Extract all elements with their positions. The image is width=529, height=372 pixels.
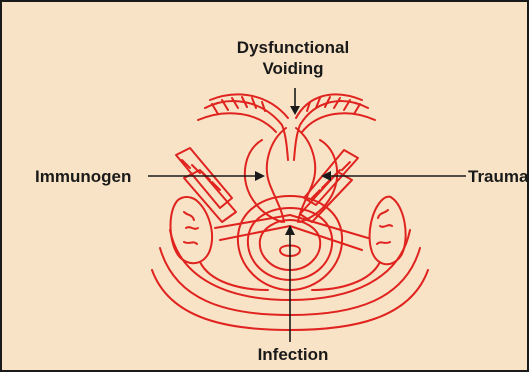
infection-label: Infection: [205, 344, 381, 365]
dysfunctional-voiding-line2: Voiding: [204, 58, 382, 79]
trauma-label: Trauma: [468, 166, 528, 187]
immunogen-arrowhead: [255, 171, 265, 181]
dysfunctional-voiding-line1: Dysfunctional: [204, 37, 382, 58]
dysfunctional-voiding-label: Dysfunctional Voiding: [204, 37, 382, 79]
immunogen-label: Immunogen: [35, 166, 131, 187]
